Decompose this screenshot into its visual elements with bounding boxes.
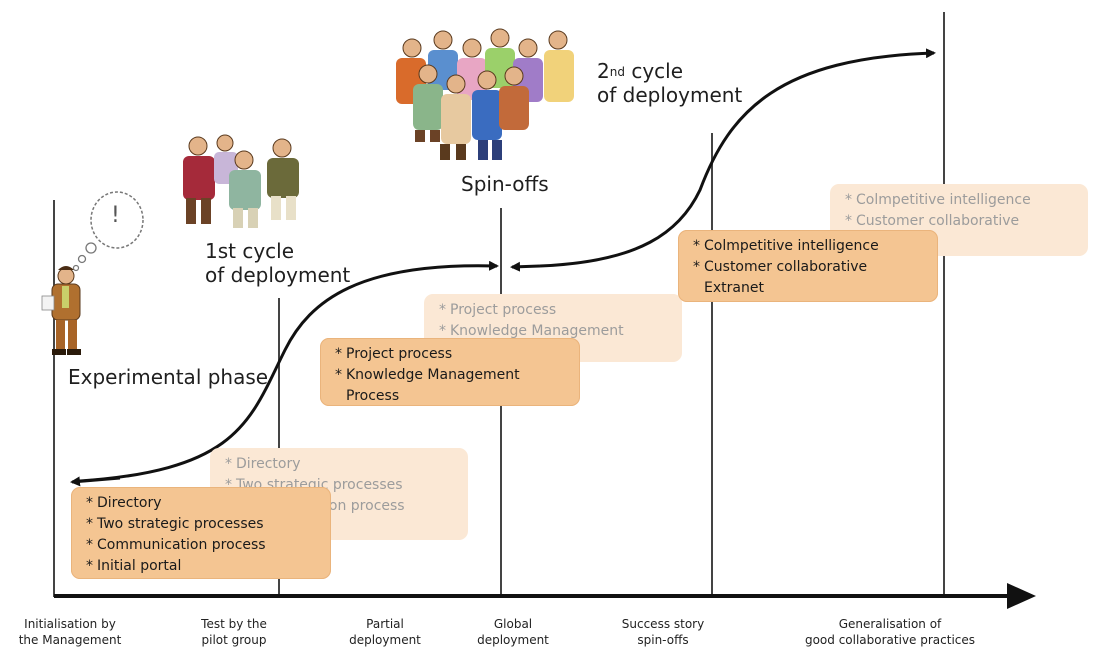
initial-item: Initial portal <box>86 556 321 577</box>
second-cycle-num: 2 <box>597 59 610 83</box>
initial-item: Directory <box>86 493 321 514</box>
second-cycle-curve-back-arrow <box>510 261 541 272</box>
axis-label-initialisation: Initialisation by the Management <box>0 617 155 648</box>
ghost-box-2-item: Project process <box>439 300 672 321</box>
first-cycle-curve-back-arrow <box>70 476 121 487</box>
axis-label-line: pilot group <box>201 632 267 647</box>
axis-label-partial: Partial deployment <box>300 617 470 648</box>
axis-label-pilot: Test by the pilot group <box>149 617 319 648</box>
axis-label-spinoffs: Success story spin-offs <box>578 617 748 648</box>
second-cycle-line2: of deployment <box>597 83 743 108</box>
second-cycle-word: cycle <box>624 59 684 83</box>
second-cycle-ordinal: nd <box>609 65 625 79</box>
first-cycle-line1: 1st cycle <box>205 239 295 263</box>
first-cycle-item: Project process <box>335 344 570 365</box>
spin-offs-label: Spin-offs <box>461 172 549 196</box>
second-cycle-label: 2nd cycle of deployment <box>597 60 742 107</box>
thought-bubble-icon <box>72 191 144 272</box>
axis-label-line: Generalisation of <box>838 617 942 631</box>
initial-item: Two strategic processes <box>86 514 321 535</box>
axis-label-line: spin-offs <box>637 632 689 647</box>
first-cycle-line2: of deployment <box>205 263 351 288</box>
second-cycle-item: Colmpetitive intelligence <box>693 236 928 257</box>
experimental-phase-label: Experimental phase <box>68 365 269 389</box>
axis-label-line: Test by the <box>201 617 267 631</box>
axis-label-line: Success story <box>621 617 705 631</box>
first-cycle-item: Knowledge Management <box>335 365 570 386</box>
initial-item: Communication process <box>86 535 321 556</box>
thought-bubble-text: ! <box>111 203 120 228</box>
ghost-box-3-item: Customer collaborative <box>845 211 1078 232</box>
ghost-box-1-item: Directory <box>225 454 458 475</box>
manager-figure-icon <box>41 266 81 355</box>
second-cycle-item: Customer collaborative <box>693 257 928 278</box>
ghost-box-3-item: Colmpetitive intelligence <box>845 190 1078 211</box>
second-cycle-line1: 2nd cycle <box>597 60 742 82</box>
axis-label-line: the Management <box>18 632 122 647</box>
axis-label-line: Partial <box>366 617 404 631</box>
axis-label-line: deployment <box>477 632 549 647</box>
axis-label-line: Initialisation by <box>24 617 116 631</box>
crowd-icon <box>396 28 574 160</box>
ghost-box-2-item: Knowledge Management <box>439 321 672 342</box>
second-cycle-items-box: Colmpetitive intelligence Customer colla… <box>678 230 938 302</box>
second-cycle-item: Extranet <box>704 280 764 296</box>
time-axis-arrowhead <box>1007 583 1036 609</box>
axis-label-generalisation: Generalisation of good collaborative pra… <box>775 617 1005 648</box>
axis-label-global: Global deployment <box>428 617 598 648</box>
second-cycle-curve <box>539 48 936 268</box>
first-cycle-items-box: Project process Knowledge Management Pro… <box>320 338 580 406</box>
initial-items-box: Directory Two strategic processes Commun… <box>71 487 331 579</box>
first-cycle-curve <box>79 260 499 483</box>
axis-label-line: good collaborative practices <box>804 632 976 647</box>
pilot-group-icon <box>183 134 299 228</box>
axis-label-line: deployment <box>349 632 421 647</box>
axis-label-line: Global <box>493 617 533 631</box>
first-cycle-label: 1st cycle of deployment <box>205 240 350 287</box>
first-cycle-item: Process <box>346 388 400 404</box>
